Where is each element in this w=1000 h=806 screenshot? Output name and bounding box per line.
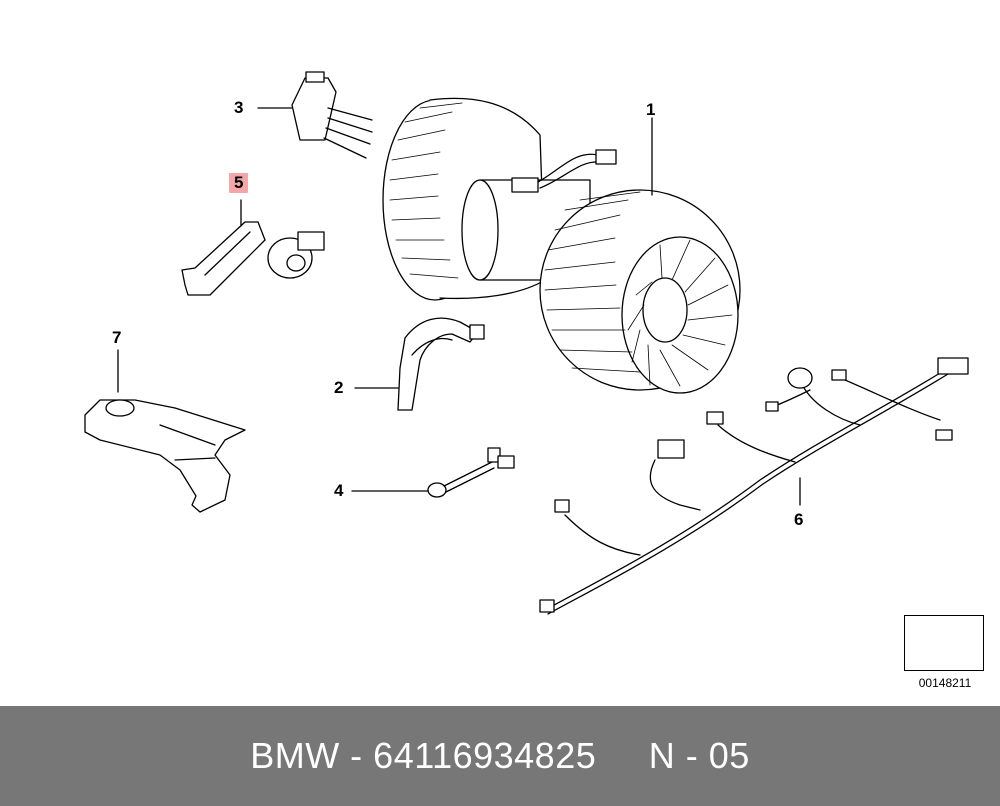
reference-box [904,615,984,671]
callout-6: 6 [794,510,804,529]
wiring-harness-part [539,357,969,615]
callout-5-highlighted: 5 [229,173,249,193]
footer-bar: BMW - 64116934825 N - 05 [0,706,1000,806]
callout-7: 7 [112,328,122,347]
parts-diagram [84,71,979,666]
callout-1: 1 [646,100,656,119]
footer-part-number: 64116934825 [373,735,597,776]
temp-sensor-part [351,447,515,498]
footer-brand: BMW [250,735,340,776]
callout-2: 2 [334,378,344,397]
callout-3: 3 [234,98,244,117]
sensor-part [181,199,325,296]
housing-part [84,349,246,513]
footer-separator: - [339,735,374,776]
callout-4: 4 [334,481,344,500]
reference-number: 00148211 [918,676,972,690]
footer-note: N - 05 [648,735,750,776]
blower-motor-part [382,97,741,394]
footer-gap [596,735,649,777]
resistor-part [257,71,373,159]
bracket-part [354,317,485,411]
